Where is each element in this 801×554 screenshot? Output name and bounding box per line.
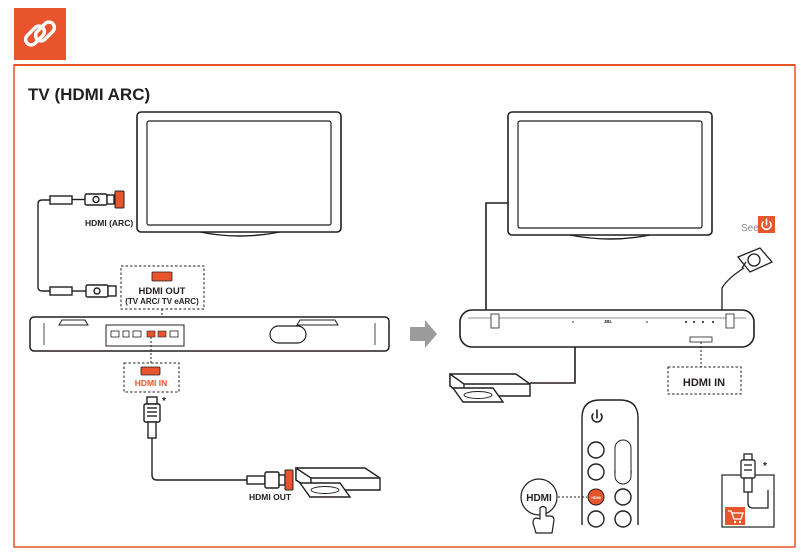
power-icon	[761, 218, 772, 231]
hdmi-in-port-icon	[140, 366, 161, 376]
hdmi-out-sub-label: (TV ARC/ TV eARC)	[125, 297, 199, 306]
remote-power-icon	[591, 409, 603, 423]
hdmi-in-asterisk: *	[162, 396, 166, 407]
hdmi-in-callout	[123, 362, 180, 393]
soundbar-to-player-cable	[530, 347, 576, 384]
link-icon	[23, 20, 57, 47]
link-icon-badge	[14, 8, 66, 60]
hdmi-cable-accessory	[740, 453, 769, 509]
player-hdmi-port	[284, 469, 294, 491]
tv-left	[136, 111, 342, 237]
player-right	[449, 372, 531, 403]
hdmi-in-right-label: HDMI IN	[683, 377, 725, 389]
section-title: TV (HDMI ARC)	[28, 85, 150, 104]
remote-hdmi-key-label: HDMI	[591, 496, 600, 500]
hdmi-out-label: HDMI OUT	[139, 286, 186, 297]
cable-asterisk: *	[763, 461, 767, 472]
remote-hdmi-key	[587, 488, 605, 506]
tv-hdmi-arc-port	[114, 190, 125, 209]
hdmi-button-callout	[520, 478, 558, 516]
player-hdmi-out-label: HDMI OUT	[249, 492, 292, 502]
hdmi-cable-player	[143, 396, 286, 489]
tv-to-soundbar-cable	[485, 202, 508, 313]
hdmi-in-label: HDMI IN	[135, 378, 168, 388]
hdmi-out-port-icon	[151, 271, 173, 282]
tv-right	[507, 111, 713, 240]
hdmi-in-right-callout	[667, 366, 742, 395]
soundbar-front	[459, 309, 755, 348]
arrow-right-icon	[410, 320, 437, 348]
tv-hdmi-arc-label: HDMI (ARC)	[85, 218, 133, 228]
soundbar-logo: JBL	[604, 319, 613, 324]
remote-control	[581, 399, 639, 528]
hdmi-cable-tv	[37, 193, 117, 298]
see-label: See	[741, 223, 759, 234]
power-outlet	[721, 247, 774, 316]
content-frame	[13, 64, 796, 548]
hdmi-button-label: HDMI	[526, 493, 552, 504]
player-left	[295, 466, 381, 498]
cart-icon	[725, 507, 745, 525]
soundbar-rear	[29, 316, 390, 352]
hand-press-icon	[532, 505, 555, 534]
